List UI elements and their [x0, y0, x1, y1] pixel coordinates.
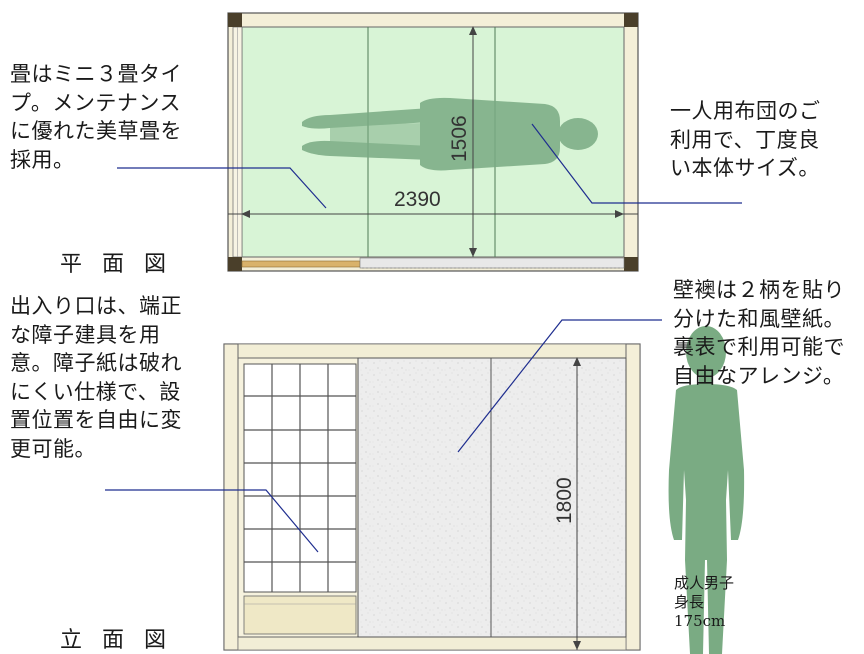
wallpaper-leader-line: [457, 319, 662, 453]
wall-panel-right: [490, 357, 627, 638]
futon-note: 一人用布団のご 利用で、丁度良 い本体サイズ。: [670, 99, 821, 180]
scale-figure-caption: 成人男子 身長 175cm: [674, 574, 735, 630]
height-dimension-label: 1800: [553, 477, 576, 524]
lying-person-silhouette-icon: [302, 97, 598, 171]
entrance-leader-line: [105, 489, 319, 553]
elevation-view: 1800: [223, 343, 641, 651]
elevation-view-title: 立面図: [60, 628, 187, 653]
wall-panel-left: [357, 357, 492, 638]
tatami-note: 畳はミニ３畳タイ プ。メンテナンス に優れた美草畳を 採用。: [10, 62, 182, 172]
corner-post: [228, 13, 242, 27]
plan-view: 2390 1506: [227, 12, 639, 272]
depth-dimension-label: 1506: [448, 115, 471, 162]
corner-post: [228, 257, 242, 271]
entrance-note: 出入り口は、端正 な障子建具を用 意。障子紙は破れ にくい仕様で、設 置位置を自…: [10, 294, 182, 461]
standing-person-silhouette-icon: [668, 326, 745, 654]
left-post: [223, 343, 239, 651]
tatami-leader-line: [117, 167, 327, 209]
plan-shoji-track: [241, 260, 361, 268]
plan-wall-panel-track: [359, 257, 625, 269]
plan-view-title: 平面図: [60, 252, 187, 277]
bottom-sill: [237, 636, 627, 651]
corner-post: [624, 13, 638, 27]
corner-post: [624, 257, 638, 271]
width-dimension-label: 2390: [394, 188, 441, 211]
top-beam: [237, 343, 627, 359]
right-post: [625, 343, 641, 651]
shoji-door: [237, 357, 359, 638]
futon-leader-line: [531, 123, 742, 204]
wallpaper-note: 壁襖は２柄を貼り 分けた和風壁紙。 裏表で利用可能で 自由なアレンジ。: [673, 278, 845, 388]
